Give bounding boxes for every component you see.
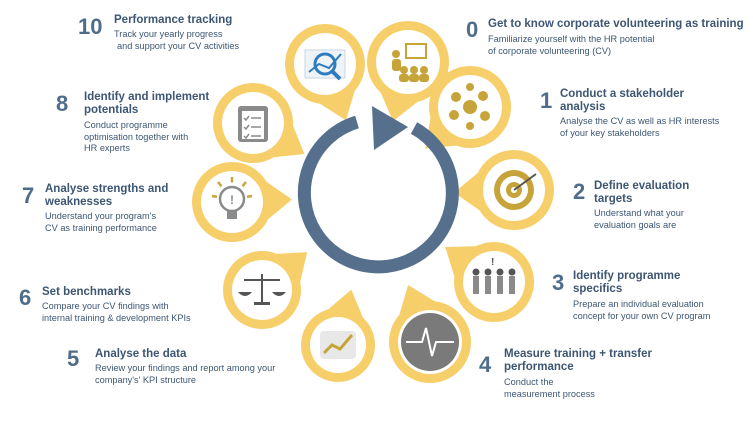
- line-chart-icon: [320, 331, 356, 359]
- step-number: 0: [466, 17, 479, 42]
- step-title: Get to know corporate volunteering as tr…: [488, 18, 744, 30]
- step-description: Review your findings and report among yo…: [95, 363, 276, 385]
- step-number: 7: [22, 183, 35, 208]
- step-number: 6: [19, 285, 32, 310]
- presentation-icon: [392, 43, 429, 82]
- target-icon: [494, 170, 537, 210]
- icon-circle: [376, 30, 440, 94]
- step-bubble-3: [445, 242, 534, 322]
- heartbeat-monitor-icon: [401, 313, 459, 371]
- step-number: 10: [78, 14, 103, 39]
- step-number: 8: [56, 91, 69, 116]
- step-bubble-6: [223, 251, 308, 329]
- svg-text:!: !: [491, 257, 494, 268]
- magnifier-chart-icon: [304, 49, 346, 81]
- step-number: 2: [573, 179, 586, 204]
- step-title: Set benchmarks: [42, 286, 131, 298]
- checklist-clipboard-icon: [238, 106, 268, 142]
- balance-scale-icon: [238, 274, 286, 305]
- step-number: 4: [479, 352, 492, 377]
- step-number: 3: [552, 270, 565, 295]
- step-title: Analyse the data: [95, 348, 187, 360]
- people-network-icon: [449, 83, 490, 130]
- svg-text:!: !: [230, 193, 234, 207]
- lightbulb-icon: !: [211, 177, 253, 219]
- people-figures-icon: !: [472, 257, 516, 294]
- step-description: Familiarize yourself with the HR potenti…: [488, 34, 655, 56]
- icon-circle: [463, 251, 525, 313]
- step-title: Performance tracking: [114, 14, 233, 26]
- step-number: 1: [540, 88, 553, 113]
- step-number: 5: [67, 346, 80, 371]
- cycle-arrow-icon: [297, 106, 459, 274]
